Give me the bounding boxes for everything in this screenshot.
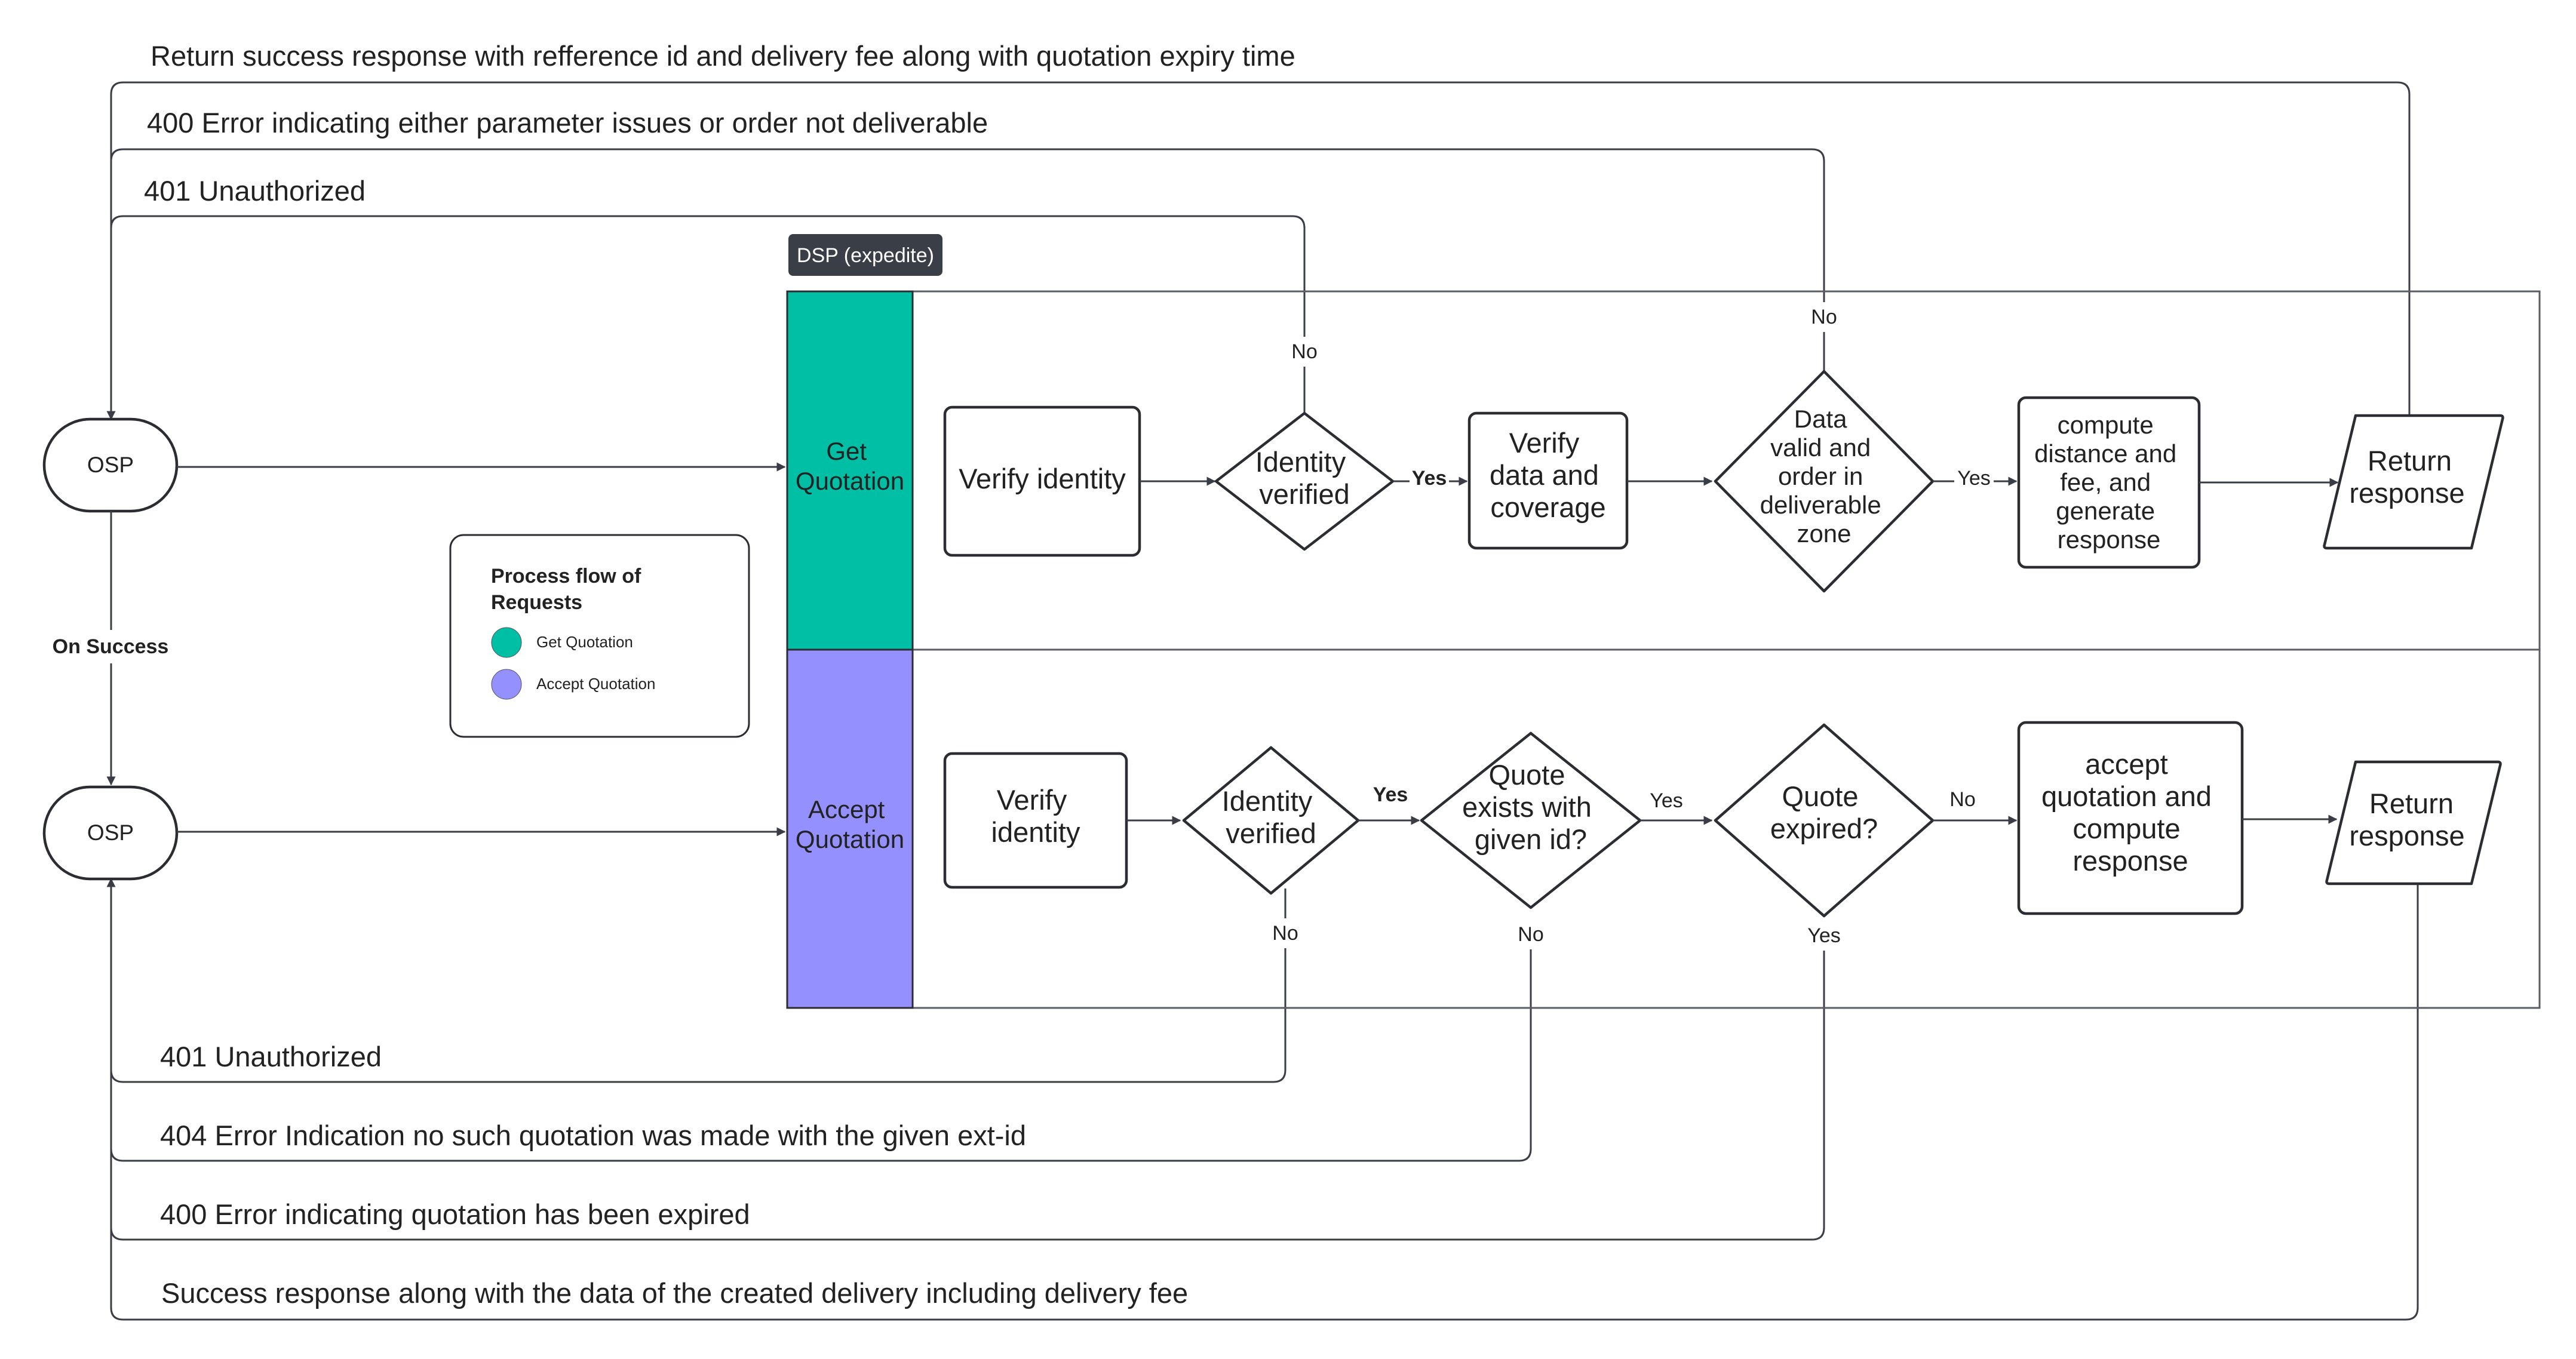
- lane-accept-label: Accept Quotation: [796, 795, 904, 853]
- bottom-success-label: Success response along with the data of …: [161, 1277, 1188, 1309]
- accept-compute-node: accept quotation and compute response: [2017, 721, 2244, 915]
- accept-quote-exists-decision: Quote exists with given id?: [1420, 731, 1642, 909]
- svg-text:compute distance and: compute distance and fee, and generate r…: [2034, 411, 2184, 554]
- legend-swatch-get: [491, 627, 522, 658]
- svg-text:Quote exists with: Quote exists with given id?: [1462, 759, 1599, 855]
- svg-text:OSP: OSP: [87, 453, 134, 477]
- accept-identity-verified-decision: Identity verified: [1182, 746, 1360, 895]
- top-401-label: 401 Unauthorized: [144, 175, 366, 207]
- accept-exists-no-label: No: [1518, 923, 1543, 946]
- bottom-401-line: [110, 888, 1287, 1083]
- accept-identity-no-label: No: [1272, 922, 1298, 945]
- accept-verify-identity-node: Verify identity: [943, 752, 1128, 889]
- legend-label-get: Get Quotation: [536, 633, 633, 651]
- svg-text:Identity verified: Identity verified: [1222, 785, 1321, 849]
- on-success-label: On Success: [53, 635, 169, 658]
- svg-text:Return response: Return response: [2349, 445, 2464, 509]
- svg-text:Data valid and ord: Data valid and order in deliverable zone: [1760, 405, 1889, 548]
- bottom-400-line: [110, 951, 1825, 1241]
- legend-swatch-accept: [491, 669, 522, 700]
- accept-quote-expired-decision: Quote expired?: [1714, 723, 1935, 918]
- get-data-no-label: No: [1811, 306, 1837, 328]
- top-401-line: [110, 215, 1306, 412]
- osp-top-node: OSP: [42, 417, 179, 513]
- svg-text:Quote expired?: Quote expired?: [1770, 780, 1878, 844]
- get-compute-node: compute distance and fee, and generate r…: [2017, 396, 2201, 569]
- osp-bottom-node: OSP: [42, 785, 179, 881]
- get-data-valid-decision: Data valid and order in deliverable zone: [1714, 370, 1935, 593]
- svg-text:accept quotation and: accept quotation and compute response: [2041, 748, 2219, 877]
- bottom-400-label: 400 Error indicating quotation has been …: [160, 1198, 750, 1230]
- legend: Process flow of Requests Get Quotation A…: [449, 534, 750, 738]
- swimlane-accept-quotation: Accept Quotation: [786, 648, 2541, 1009]
- accept-return-response-node: Return response: [2325, 760, 2502, 885]
- svg-text:Verify data and co: Verify data and coverage: [1490, 427, 1607, 523]
- dsp-container-tag: DSP (expedite): [788, 234, 942, 276]
- svg-text:Return response: Return response: [2349, 788, 2464, 851]
- get-identity-no-label: No: [1291, 340, 1317, 363]
- bottom-success-line: [106, 878, 2419, 1321]
- accept-expired-yes-label: Yes: [1807, 924, 1840, 947]
- svg-text:Identity verified: Identity verified: [1255, 446, 1354, 510]
- get-data-yes-label: Yes: [1957, 467, 1990, 490]
- get-verify-data-node: Verify data and coverage: [1467, 411, 1629, 550]
- get-identity-verified-decision: Identity verified: [1214, 411, 1395, 551]
- get-return-response-node: Return response: [2323, 414, 2504, 550]
- accept-exists-yes-label: Yes: [1650, 789, 1682, 812]
- get-verify-identity-node: Verify identity: [943, 405, 1141, 557]
- legend-title: Process flow of Requests: [491, 565, 647, 614]
- top-success-label: Return success response with refference …: [151, 40, 1295, 72]
- top-400-label: 400 Error indicating either parameter is…: [147, 107, 988, 139]
- accept-expired-no-label: No: [1949, 788, 1975, 811]
- bottom-404-line: [110, 949, 1532, 1162]
- svg-text:OSP: OSP: [87, 820, 134, 845]
- dsp-container-label: DSP (expedite): [797, 244, 934, 267]
- top-success-line: [106, 81, 2411, 420]
- bottom-404-label: 404 Error Indication no such quotation w…: [160, 1120, 1026, 1151]
- bottom-401-label: 401 Unauthorized: [160, 1041, 382, 1072]
- get-identity-yes-label: Yes: [1412, 467, 1447, 490]
- swimlane-get-quotation: Get Quotation: [786, 290, 2541, 651]
- top-400-line: [110, 148, 1825, 371]
- svg-text:Verify identity: Verify identity: [991, 784, 1080, 848]
- lane-get-label: Get Quotation: [796, 437, 904, 495]
- legend-label-accept: Accept Quotation: [536, 675, 655, 693]
- svg-text:Verify identity: Verify identity: [959, 463, 1126, 494]
- accept-identity-yes-label: Yes: [1373, 783, 1408, 806]
